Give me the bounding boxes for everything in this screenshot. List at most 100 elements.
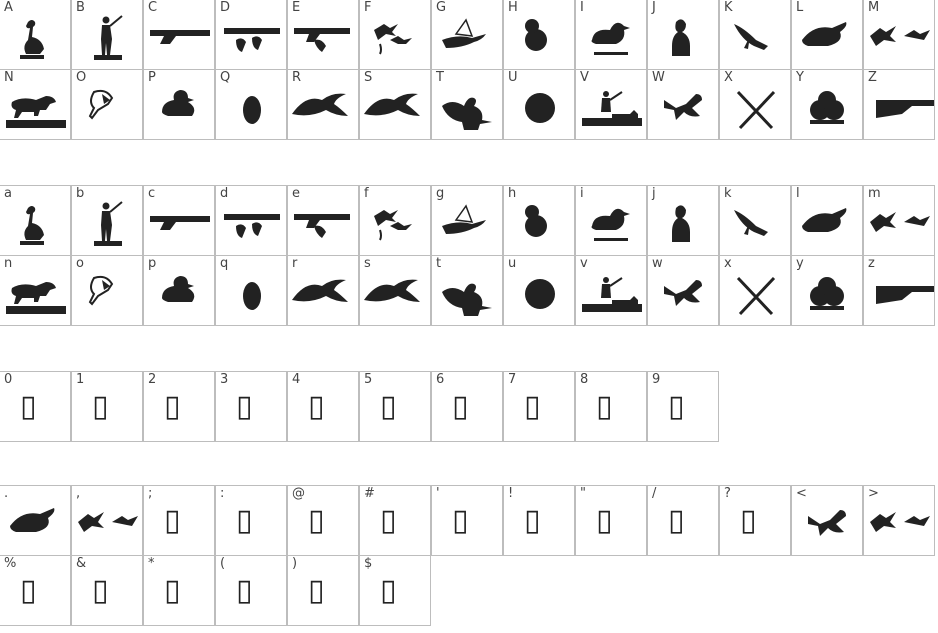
glyph-key-label: ) [292, 556, 298, 571]
glyph-cell-punctuation-5: #▯ [359, 485, 431, 556]
goose-gliding-icon [792, 186, 862, 255]
missing-glyph-box-icon: ▯ [236, 389, 253, 424]
glyph-key-label: q [220, 256, 229, 271]
glyph-cell-punctuation-15: *▯ [143, 555, 215, 626]
glyph-cell-digits-6: 6▯ [431, 371, 503, 442]
glyph-cell-uppercase-16: Q [215, 69, 287, 140]
missing-glyph-box-icon: ▯ [596, 503, 613, 538]
glyph-key-label: y [796, 256, 804, 271]
glyph-cell-digits-3: 3▯ [215, 371, 287, 442]
glyph-cell-uppercase-0: A [0, 0, 71, 70]
glyph-cell-lowercase-11: l [791, 185, 863, 256]
duck-swimming-icon [576, 186, 646, 255]
glyph-cell-punctuation-13: %▯ [0, 555, 71, 626]
glyph-key-label: l [796, 186, 800, 201]
glyph-key-label: P [148, 70, 156, 85]
shotgun-icon [144, 186, 214, 255]
glyph-key-label: 9 [652, 372, 661, 387]
glyph-key-label: t [436, 256, 442, 271]
ducks-flying-flock-icon [360, 0, 430, 69]
glyph-key-label: 0 [4, 372, 13, 387]
glyph-key-label: j [652, 186, 656, 201]
goose-wings-spread-icon [288, 70, 358, 139]
glyph-key-label: ' [436, 486, 440, 501]
duck-decoy-icon [144, 256, 214, 325]
glyph-key-label: 7 [508, 372, 517, 387]
goose-wings-spread-icon [360, 70, 430, 139]
glyph-key-label: 4 [292, 372, 301, 387]
hunter-dog-marsh-icon [576, 256, 646, 325]
glyph-cell-uppercase-19: T [431, 69, 503, 140]
duck-decoy-icon [144, 70, 214, 139]
glyph-cell-lowercase-5: f [359, 185, 431, 256]
glyph-key-label: H [508, 0, 518, 15]
glyph-key-label: z [868, 256, 875, 271]
glyph-key-label: 5 [364, 372, 373, 387]
glyph-cell-lowercase-14: o [71, 255, 143, 326]
glyph-cell-lowercase-3: d [215, 185, 287, 256]
missing-glyph-box-icon: ▯ [524, 503, 541, 538]
goose-flying-color-icon [432, 186, 502, 255]
glyph-key-label: m [868, 186, 881, 201]
glyph-cell-uppercase-14: O [71, 69, 143, 140]
glyph-cell-punctuation-12: > [863, 485, 935, 556]
glyph-cell-uppercase-25: Z [863, 69, 935, 140]
glyph-cell-punctuation-7: !▯ [503, 485, 575, 556]
glyph-key-label: / [652, 486, 657, 501]
glyph-cell-uppercase-3: D [215, 0, 287, 70]
missing-glyph-box-icon: ▯ [236, 573, 253, 608]
glyph-cell-lowercase-18: s [359, 255, 431, 326]
glyph-cell-digits-7: 7▯ [503, 371, 575, 442]
glyph-key-label: ! [508, 486, 514, 501]
glyph-key-label: D [220, 0, 231, 15]
glyph-cell-lowercase-12: m [863, 185, 935, 256]
glyph-key-label: s [364, 256, 371, 271]
glyph-cell-lowercase-6: g [431, 185, 503, 256]
glyph-key-label: & [76, 556, 87, 571]
glyph-key-label: * [148, 556, 155, 571]
glyph-cell-uppercase-9: J [647, 0, 719, 70]
glyph-key-label: x [724, 256, 732, 271]
punctuation-glyph-grid: .,;▯:▯@▯#▯'▯!▯"▯/▯?▯<>%▯&▯*▯(▯)▯$▯ [0, 485, 936, 626]
circle-icon [504, 256, 574, 325]
glyph-key-label: e [292, 186, 300, 201]
ducks-pair-flying-icon [864, 0, 934, 69]
shotgun-stock-duck-icon [288, 186, 358, 255]
duck-flying-icon [792, 486, 862, 555]
goose-wings-spread-icon [288, 256, 358, 325]
glyph-cell-lowercase-22: w [647, 255, 719, 326]
ducks-pair-flying-icon [864, 486, 934, 555]
glyph-cell-uppercase-18: S [359, 69, 431, 140]
glyph-key-label: U [508, 70, 518, 85]
bush-ground-icon [792, 256, 862, 325]
missing-glyph-box-icon: ▯ [308, 503, 325, 538]
missing-glyph-box-icon: ▯ [380, 389, 397, 424]
glyph-cell-uppercase-1: B [71, 0, 143, 70]
glyph-key-label: M [868, 0, 880, 15]
bush-ground-icon [792, 70, 862, 139]
glyph-key-label: r [292, 256, 298, 271]
goose-wings-spread-icon [360, 256, 430, 325]
bush-icon [504, 0, 574, 69]
duck-flying-icon [648, 70, 718, 139]
glyph-key-label: i [580, 186, 584, 201]
glyph-cell-uppercase-2: C [143, 0, 215, 70]
glyph-cell-lowercase-21: v [575, 255, 647, 326]
glyph-cell-lowercase-8: i [575, 185, 647, 256]
glyph-key-label: V [580, 70, 589, 85]
missing-glyph-box-icon: ▯ [380, 573, 397, 608]
duck-landing-icon [432, 256, 502, 325]
missing-glyph-box-icon: ▯ [596, 389, 613, 424]
glyph-key-label: I [580, 0, 584, 15]
glyph-key-label: b [76, 186, 85, 201]
glyph-key-label: o [76, 256, 84, 271]
pheasant-flying-icon [72, 70, 142, 139]
glyph-key-label: f [364, 186, 369, 201]
duck-bust-icon [648, 0, 718, 69]
glyph-key-label: N [4, 70, 14, 85]
glyph-key-label: c [148, 186, 156, 201]
goose-flying-color-icon [432, 0, 502, 69]
duck-flying-icon [648, 256, 718, 325]
